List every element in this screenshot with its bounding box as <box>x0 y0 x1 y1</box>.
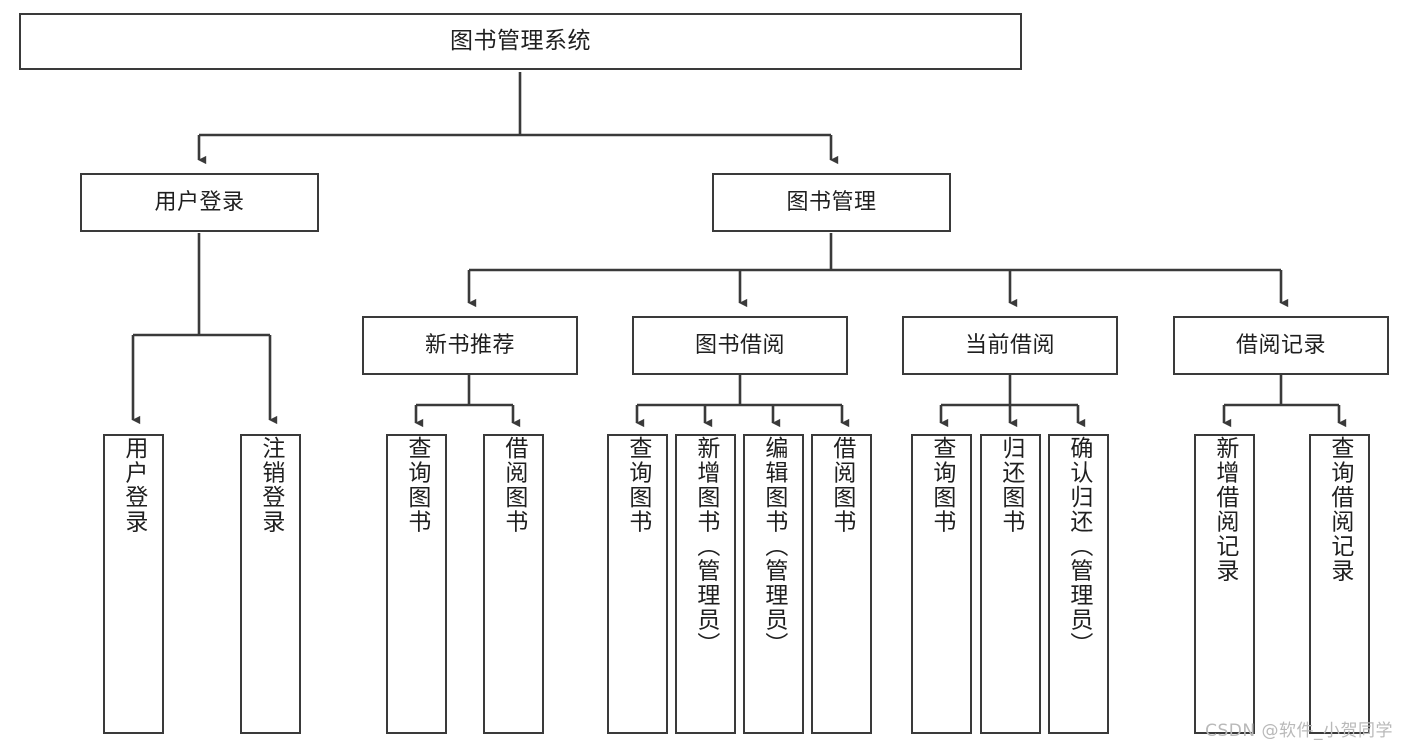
leaf-book-borrow-query[interactable]: 查询图书 <box>607 434 668 734</box>
leaf-borrow-record-query-label: 查询借阅记录 <box>1326 436 1353 583</box>
leaf-user-login-signin-label: 用户登录 <box>120 436 147 534</box>
node-borrow-record[interactable]: 借阅记录 <box>1173 316 1389 375</box>
leaf-borrow-record-add-label: 新增借阅记录 <box>1211 436 1238 583</box>
leaf-borrow-record-add[interactable]: 新增借阅记录 <box>1194 434 1255 734</box>
leaf-current-borrow-return[interactable]: 归还图书 <box>980 434 1041 734</box>
node-current-borrow-label: 当前借阅 <box>964 332 1055 358</box>
leaf-new-book-query[interactable]: 查询图书 <box>386 434 447 734</box>
leaf-new-book-query-label: 查询图书 <box>403 436 430 534</box>
leaf-book-borrow-add[interactable]: 新增图书（管理员） <box>675 434 736 734</box>
node-root-system[interactable]: 图书管理系统 <box>19 13 1022 70</box>
leaf-book-borrow-edit[interactable]: 编辑图书（管理员） <box>743 434 804 734</box>
leaf-new-book-borrow[interactable]: 借阅图书 <box>483 434 544 734</box>
node-book-management[interactable]: 图书管理 <box>712 173 951 232</box>
node-book-borrow[interactable]: 图书借阅 <box>632 316 848 375</box>
leaf-book-borrow-query-label: 查询图书 <box>624 436 651 534</box>
leaf-current-borrow-confirm-return[interactable]: 确认归还（管理员） <box>1048 434 1109 734</box>
leaf-book-borrow-borrow[interactable]: 借阅图书 <box>811 434 872 734</box>
leaf-user-login-signout-label: 注销登录 <box>257 436 284 534</box>
node-book-management-label: 图书管理 <box>786 189 877 215</box>
node-new-book-recommend-label: 新书推荐 <box>424 332 515 358</box>
node-book-borrow-label: 图书借阅 <box>694 332 785 358</box>
leaf-user-login-signout[interactable]: 注销登录 <box>240 434 301 734</box>
leaf-new-book-borrow-label: 借阅图书 <box>500 436 527 534</box>
leaf-current-borrow-confirm-return-label: 确认归还（管理员） <box>1065 436 1092 657</box>
leaf-book-borrow-borrow-label: 借阅图书 <box>828 436 855 534</box>
node-user-login-label: 用户登录 <box>154 189 245 215</box>
leaf-current-borrow-query[interactable]: 查询图书 <box>911 434 972 734</box>
leaf-borrow-record-query[interactable]: 查询借阅记录 <box>1309 434 1370 734</box>
node-new-book-recommend[interactable]: 新书推荐 <box>362 316 578 375</box>
node-user-login[interactable]: 用户登录 <box>80 173 319 232</box>
leaf-book-borrow-add-label: 新增图书（管理员） <box>692 436 719 657</box>
leaf-book-borrow-edit-label: 编辑图书（管理员） <box>760 436 787 657</box>
node-current-borrow[interactable]: 当前借阅 <box>902 316 1118 375</box>
leaf-current-borrow-return-label: 归还图书 <box>997 436 1024 534</box>
leaf-user-login-signin[interactable]: 用户登录 <box>103 434 164 734</box>
node-root-system-label: 图书管理系统 <box>450 28 591 55</box>
leaf-current-borrow-query-label: 查询图书 <box>928 436 955 534</box>
node-borrow-record-label: 借阅记录 <box>1235 332 1326 358</box>
